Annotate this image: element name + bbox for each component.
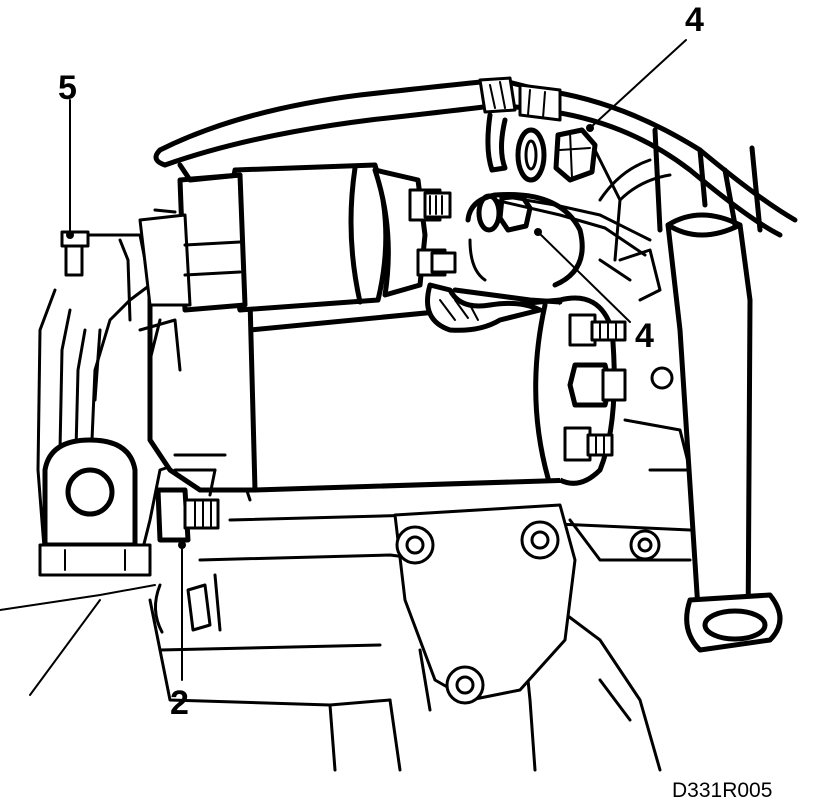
solenoid-terminal-bolts xyxy=(408,188,457,277)
leader-2-dot xyxy=(178,541,186,549)
nut-washer-mid xyxy=(465,191,585,288)
leader-4-mid xyxy=(537,231,631,323)
mounting-bracket xyxy=(393,366,674,705)
leader-5-dot xyxy=(66,231,74,239)
mounting-bolt-2 xyxy=(155,468,220,543)
callout-2: 2 xyxy=(170,684,189,722)
solenoid xyxy=(138,162,428,313)
left-casting xyxy=(36,230,152,577)
leader-4-mid-dot xyxy=(534,228,542,236)
coolant-hose xyxy=(652,127,783,653)
signal-wires xyxy=(493,158,672,257)
leader-4-top-dot xyxy=(586,124,594,132)
callout-4-mid: 4 xyxy=(635,317,654,355)
cable-harness xyxy=(153,76,798,238)
drawing-reference: D331R005 xyxy=(672,779,772,802)
callout-5: 5 xyxy=(58,69,77,107)
battery-cable xyxy=(425,282,563,333)
end-cap-bolts xyxy=(563,313,627,462)
callout-4-top: 4 xyxy=(685,1,704,39)
leader-4-top xyxy=(589,39,687,129)
starter-motor xyxy=(138,287,617,493)
nut-washer-top xyxy=(515,127,598,183)
leader-lines xyxy=(66,39,687,681)
lower-bolt xyxy=(154,583,212,634)
right-casting xyxy=(593,148,692,472)
